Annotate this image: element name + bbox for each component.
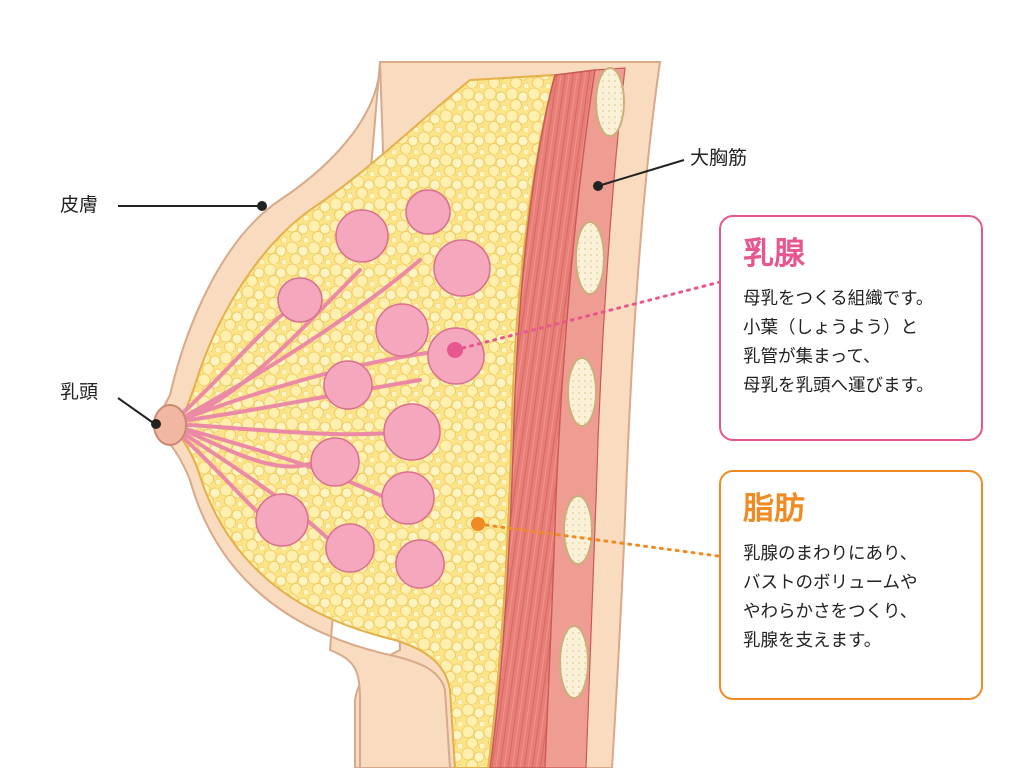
pectoral-leader [597,159,685,187]
description-line: バストのボリュームや [743,573,918,594]
lobule [395,539,445,589]
mammary-leader [453,280,722,352]
mammary-dot [447,342,463,358]
lobule [375,303,429,357]
rib [595,67,625,137]
lobule [310,437,360,487]
rib [563,495,593,565]
fat-card: 脂肪 乳腺のまわりにあり、 バストのボリュームや やわらかさをつくり、 乳腺を支… [719,470,983,700]
lobule [325,523,375,573]
description-line: 小葉（しょうよう）と [743,318,918,339]
fat-title: 脂肪 [743,491,805,527]
description-line: 母乳を乳頭へ運びます。 [743,376,934,397]
nipple-label: 乳頭 [60,381,99,403]
lobules [255,189,491,589]
lobule [255,493,309,547]
leader-lines [117,159,685,423]
mammary-gland-title: 乳腺 [743,236,805,272]
lobule [405,189,451,235]
nipple-leader [117,397,153,423]
skin-label: 皮膚 [60,194,99,216]
rib [575,221,605,295]
mammary-gland-description: 母乳をつくる組織です。 小葉（しょうよう）と 乳管が集まって、 母乳を乳頭へ運び… [743,285,981,401]
lobule [323,360,373,410]
lobule [335,209,389,263]
mammary-gland-card: 乳腺 母乳をつくる組織です。 小葉（しょうよう）と 乳管が集まって、 母乳を乳頭… [719,215,983,441]
rib [567,357,597,427]
fat-description: 乳腺のまわりにあり、 バストのボリュームや やわらかさをつくり、 乳腺を支えます… [743,540,981,656]
pectoral-label: 大胸筋 [690,147,748,169]
description-line: 乳腺のまわりにあり、 [743,544,918,565]
lobule [381,471,435,525]
fat-leader [476,522,720,558]
description-line: やわらかさをつくり、 [743,602,918,623]
lobule [433,239,491,297]
rib [559,625,589,699]
description-line: 乳腺を支えます。 [743,631,882,652]
description-line: 乳管が集まって、 [743,347,881,368]
lobule [383,403,441,461]
lobule [277,277,323,323]
leader-dots [151,181,603,429]
ribs [559,67,625,699]
description-line: 母乳をつくる組織です。 [743,289,934,310]
fat-dot [471,517,485,531]
